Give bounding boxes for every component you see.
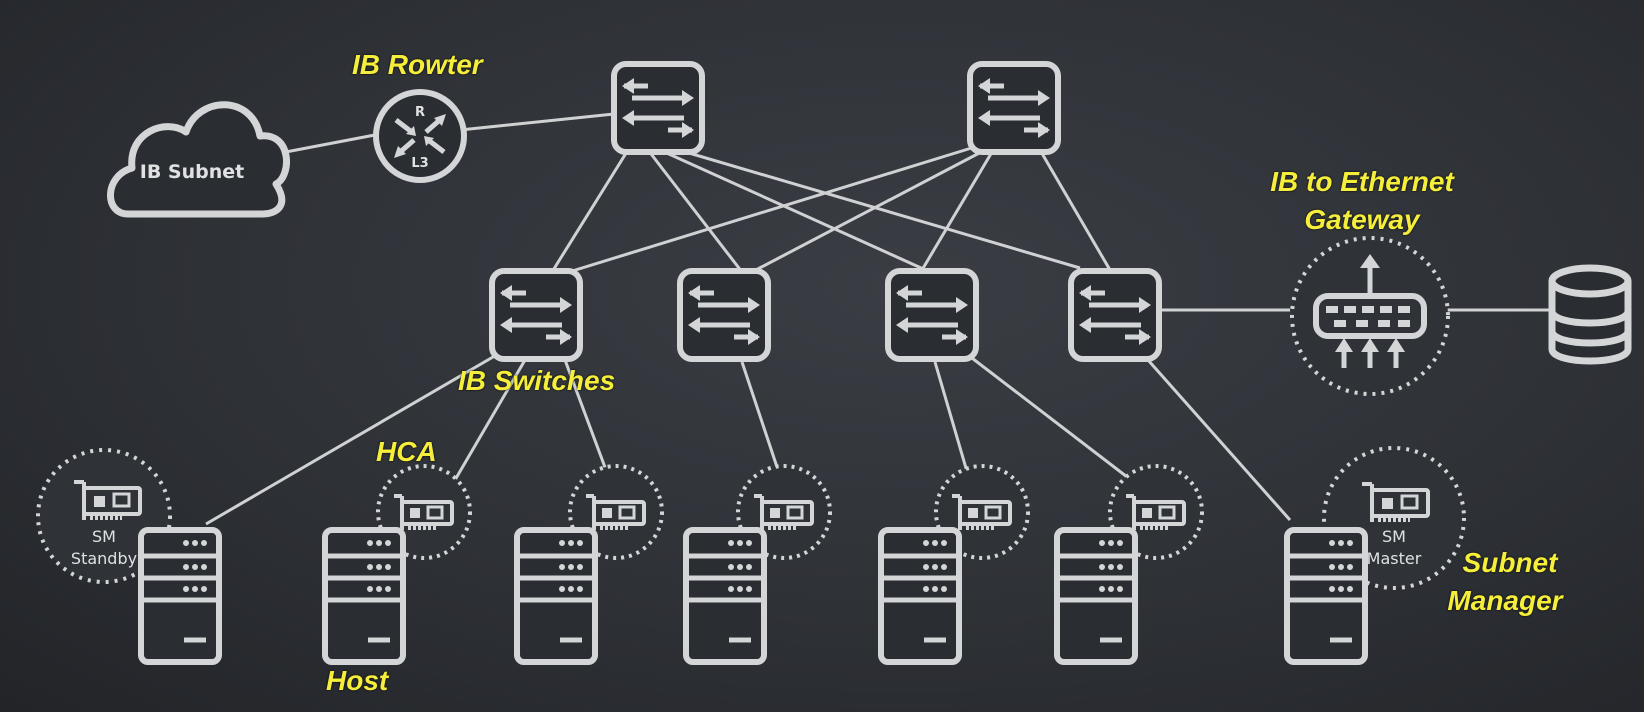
spine-switch-2-icon	[970, 64, 1058, 152]
storage-database-icon	[1548, 264, 1632, 365]
host-server-1-icon	[141, 530, 219, 662]
host-server-3-icon	[517, 530, 595, 662]
cloud-text: IB Subnet	[140, 161, 244, 183]
leaf-switch-1-icon	[492, 271, 580, 359]
sm-master-line1: SM	[1382, 527, 1406, 546]
host-server-7-icon	[1287, 530, 1365, 662]
subnet-manager-label-line1: Subnet	[1462, 547, 1558, 578]
router-bottom-text: L3	[411, 156, 428, 171]
sm-master-line2: Master	[1367, 549, 1422, 568]
ib-router-icon	[373, 89, 467, 183]
host-server-4-icon	[686, 530, 764, 662]
gateway-label-line1: IB to Ethernet	[1270, 166, 1454, 197]
router-label: IB Rowter	[352, 49, 483, 80]
sm-standby-line2: Standby	[71, 549, 137, 568]
ib-subnet-cloud	[107, 101, 290, 218]
subnet-manager-label-line2: Manager	[1447, 585, 1563, 616]
host-server-2-icon	[325, 530, 403, 662]
ethernet-gateway-icon	[1290, 236, 1450, 396]
leaf-switch-2-icon	[680, 271, 768, 359]
host-label: Host	[326, 665, 389, 696]
leaf-switch-4-icon	[1071, 271, 1159, 359]
leaf-switch-3-icon	[888, 271, 976, 359]
spine-switch-1-icon	[614, 64, 702, 152]
sm-standby-icon	[36, 448, 172, 584]
switches-label: IB Switches	[458, 365, 616, 396]
router-top-text: R	[415, 105, 425, 120]
gateway-label-line2: Gateway	[1304, 204, 1420, 235]
sm-standby-line1: SM	[92, 527, 116, 546]
connection-lines	[205, 112, 1556, 526]
host-server-6-icon	[1057, 530, 1135, 662]
host-server-5-icon	[881, 530, 959, 662]
hca-label: HCA	[376, 436, 437, 467]
